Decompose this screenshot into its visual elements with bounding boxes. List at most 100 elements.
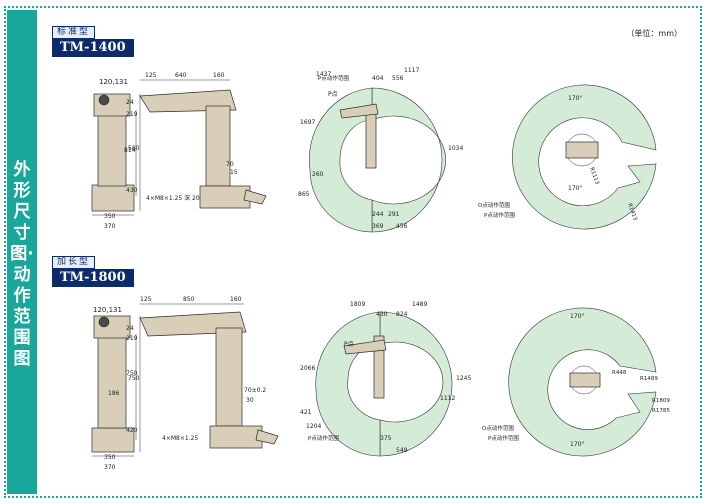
p-range-label: P点动作范围 xyxy=(318,74,349,82)
dim-label: 850 xyxy=(183,296,195,303)
dim-label: 4×M8×1.25 深 20 xyxy=(146,194,200,202)
dim-label: 260 xyxy=(312,171,324,178)
dim-label: 125 xyxy=(140,296,152,303)
robot-silhouette xyxy=(373,335,385,399)
dim-label: 120,131 xyxy=(93,306,122,314)
dim-label: 350 xyxy=(104,454,116,461)
dim-label: 1117 xyxy=(404,67,419,74)
p-point-zone-top xyxy=(508,307,657,457)
dim-label: 24 xyxy=(126,99,134,106)
dim-label: 1245 xyxy=(456,375,471,382)
dim-label: 556 xyxy=(392,75,404,82)
dim-label: 219 xyxy=(126,111,138,118)
model-name: TM-1400 xyxy=(52,39,134,57)
dim-label: 420 xyxy=(126,427,138,434)
robot-silhouette-arm xyxy=(339,103,379,119)
p-range-label: P点动作范围 xyxy=(488,434,519,442)
radius-label: R1785 xyxy=(652,408,670,414)
radius-label: R1413 xyxy=(626,203,638,222)
dim-label: 1204 xyxy=(306,423,321,430)
dim-label: 244 xyxy=(372,211,384,218)
p-point-label: P点 xyxy=(328,90,338,98)
range-zone-left xyxy=(315,311,381,457)
dim-label: 814 xyxy=(124,147,136,154)
dim-label: 549 xyxy=(396,447,408,454)
range-top-1: 170° 170° R1413 R1113 O点动作范围 P点动作范围 xyxy=(478,84,657,230)
angle-label: 170° xyxy=(570,441,584,448)
dim-label: 421 xyxy=(300,409,312,416)
front-view-1: 125 640 160 580 70 15 4×M8×1.25 深 20 xyxy=(128,72,267,209)
model-badge-2: 加长型 TM-1800 xyxy=(52,256,134,287)
robot-motor xyxy=(98,316,110,328)
range-top-2: 170° 170° R448 R1489 R1809 R1785 O点动作范围 … xyxy=(482,307,670,457)
dim-label: 640 xyxy=(175,72,187,79)
angle-label: 170° xyxy=(570,313,584,320)
robot-base xyxy=(199,185,251,209)
robot-arm-head xyxy=(93,315,131,339)
dim-label: 160 xyxy=(230,296,242,303)
dim-label: 369 xyxy=(372,223,384,230)
dim-label: 160 xyxy=(213,72,225,79)
dim-label: 30 xyxy=(246,397,254,404)
range-side-1: 1437 1117 404 556 1697 1034 865 260 244 … xyxy=(298,67,463,233)
robot-arm-head xyxy=(93,93,131,117)
dim-label: 430 xyxy=(126,187,138,194)
robot-base xyxy=(209,425,263,449)
dim-label: 70 xyxy=(226,161,234,168)
o-range-label: O点动作范围 xyxy=(478,201,510,209)
dim-label: 375 xyxy=(380,435,392,442)
dim-label: 865 xyxy=(298,191,310,198)
model-type-label: 加长型 xyxy=(52,256,96,269)
dim-label: 824 xyxy=(396,311,408,318)
dim-label: 580 xyxy=(128,145,140,152)
robot-motor xyxy=(98,94,110,106)
side-view-2: 120,131 24 219 186 750 420 350 370 xyxy=(91,306,141,471)
dim-label: 430 xyxy=(376,311,388,318)
unit-note: （单位：mm） xyxy=(626,29,682,38)
p-point-zone-top xyxy=(512,84,657,230)
angle-label: 170° xyxy=(568,185,582,192)
radius-label: R1809 xyxy=(652,398,670,404)
p-point-zone xyxy=(371,87,446,233)
range-side-2: 1809 1489 430 824 2066 1245 1112 421 375… xyxy=(300,301,471,457)
robot-silhouette xyxy=(365,109,377,169)
robot-silhouette-arm xyxy=(343,339,387,355)
robot-body xyxy=(97,111,127,187)
dim-label: 370 xyxy=(104,223,116,230)
dim-label: 2066 xyxy=(300,365,315,372)
robot-upper-arm xyxy=(205,105,231,187)
dim-label: 219 xyxy=(126,335,138,342)
dim-label: 1697 xyxy=(300,119,315,126)
model-name: TM-1800 xyxy=(52,269,134,287)
dim-label: 1112 xyxy=(440,395,455,402)
robot-base xyxy=(91,184,135,212)
dim-label: 750 xyxy=(126,370,138,377)
p-point-label: P点 xyxy=(344,340,354,348)
dim-label: 70±0.2 xyxy=(244,387,266,394)
p-range-label: P点动作范围 xyxy=(308,434,339,442)
angle-label: 170° xyxy=(568,95,582,102)
dim-label: 291 xyxy=(388,211,400,218)
robot-upper-arm xyxy=(215,327,243,427)
model-badge-1: 标准型 TM-1400 xyxy=(52,26,134,57)
side-view-1: 120,131 24 219 814 430 350 370 xyxy=(91,78,141,230)
dim-label: 1034 xyxy=(448,145,463,152)
front-view-2: 125 850 160 750 70±0.2 30 4×M8×1.25 xyxy=(128,296,279,449)
dim-label: 404 xyxy=(372,75,384,82)
radius-label: R1113 xyxy=(588,167,600,186)
side-title-bar: 外形尺寸图·动作范围图 xyxy=(7,10,37,494)
p-range-label: P点动作范围 xyxy=(484,211,515,219)
radius-label: R448 xyxy=(612,370,627,376)
dim-label: 1809 xyxy=(350,301,365,308)
dim-label: 350 xyxy=(104,213,116,220)
dim-label: 370 xyxy=(104,464,116,471)
dim-label: 1489 xyxy=(412,301,427,308)
dim-label: 120,131 xyxy=(99,78,128,86)
dim-label: 4×M8×1.25 xyxy=(162,435,198,442)
dim-label: 750 xyxy=(128,375,140,382)
robot-top xyxy=(565,141,599,159)
robot-top xyxy=(569,372,601,388)
model-type-label: 标准型 xyxy=(52,26,96,39)
robot-cable xyxy=(243,189,267,205)
